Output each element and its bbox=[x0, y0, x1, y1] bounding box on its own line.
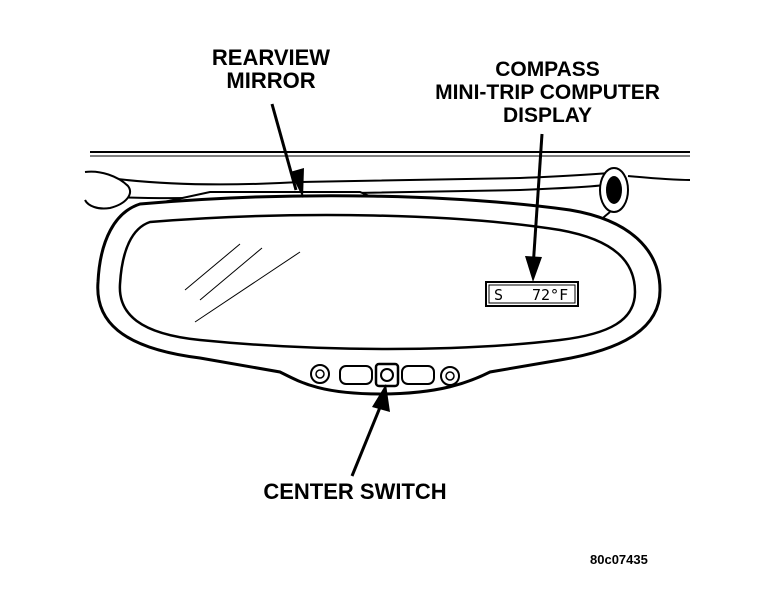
mirror-glass bbox=[118, 213, 637, 351]
wire-exit bbox=[627, 175, 691, 181]
wiring-tube-top bbox=[94, 171, 621, 186]
right-button-ring bbox=[445, 371, 455, 381]
compass-display-inner bbox=[488, 284, 576, 304]
rearview-mirror-label: REARVIEW MIRROR bbox=[196, 46, 346, 92]
glare-line bbox=[194, 251, 301, 323]
center-switch-label: CENTER SWITCH bbox=[263, 479, 447, 504]
right-rocker-switch[interactable] bbox=[401, 365, 435, 385]
label-line: DISPLAY bbox=[502, 104, 593, 127]
display-temperature: 72°F bbox=[532, 286, 568, 304]
label-line: MINI-TRIP COMPUTER bbox=[435, 81, 660, 104]
label-line: MIRROR bbox=[226, 68, 316, 93]
glare-line bbox=[199, 247, 263, 301]
glare-line bbox=[184, 243, 241, 291]
rearview-arrowhead bbox=[290, 168, 304, 198]
center-arrow-shaft bbox=[350, 399, 385, 477]
rearview-arrow-shaft bbox=[270, 103, 298, 191]
center-switch[interactable] bbox=[374, 362, 400, 388]
left-rocker-switch[interactable] bbox=[339, 365, 373, 385]
center-arrowhead bbox=[372, 384, 390, 412]
left-button-ring bbox=[315, 369, 325, 379]
compass-display bbox=[485, 281, 579, 307]
left-button[interactable] bbox=[310, 364, 330, 384]
compass-arrowhead bbox=[525, 256, 542, 282]
compass-arrow-shaft bbox=[531, 133, 544, 269]
wire-grommet-hole bbox=[606, 176, 622, 204]
figure-code: 80c07435 bbox=[590, 552, 648, 567]
center-switch-ring bbox=[380, 368, 394, 382]
left-clamp bbox=[84, 170, 131, 210]
compass-display-label: COMPASS MINI-TRIP COMPUTER DISPLAY bbox=[405, 58, 690, 127]
right-button[interactable] bbox=[440, 366, 460, 386]
label-line: COMPASS bbox=[495, 58, 600, 81]
display-heading: S bbox=[494, 286, 503, 304]
label-line: REARVIEW bbox=[211, 45, 331, 70]
